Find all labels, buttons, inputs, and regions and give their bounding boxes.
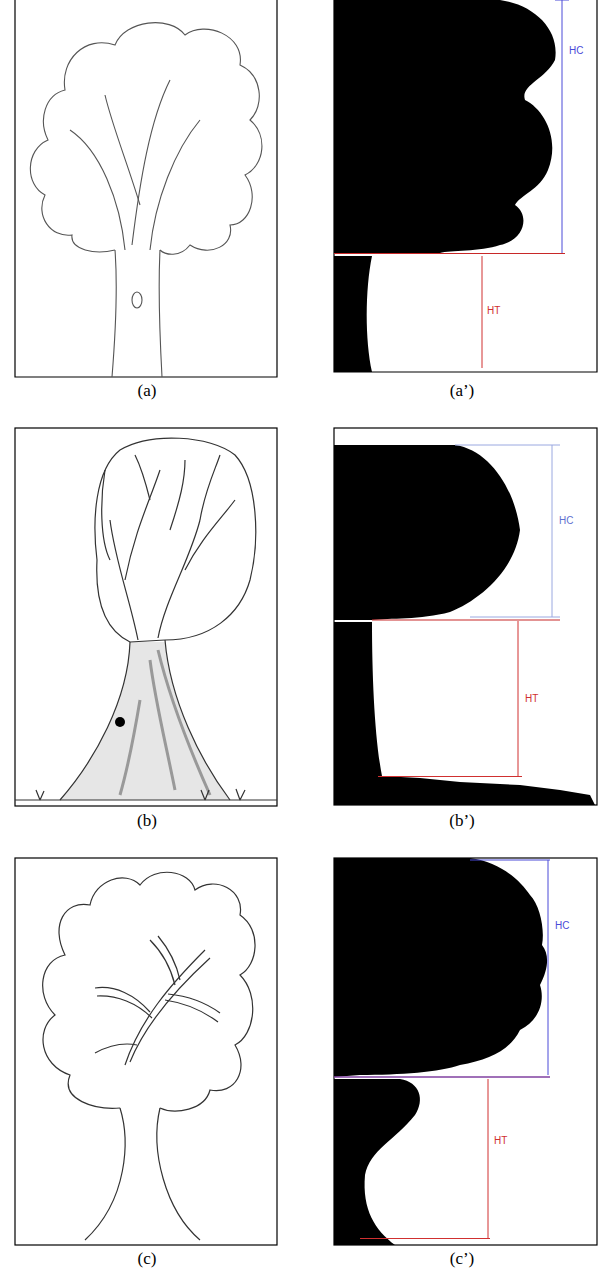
tree-sketch-b — [15, 438, 277, 800]
dimension-label: HC — [559, 515, 573, 527]
tree-sketch-c — [43, 872, 255, 1240]
silhouette-b — [334, 445, 595, 805]
tree-sketch-a — [30, 23, 262, 377]
silhouette-c — [334, 858, 550, 1245]
dimension-label: HC — [569, 45, 583, 57]
panel-caption: (b’) — [449, 811, 474, 831]
dimension-label: HC — [555, 920, 569, 932]
panel-caption: (c’) — [450, 1249, 475, 1269]
panel-caption: (b) — [137, 811, 157, 831]
dimension-label: HT — [525, 693, 538, 705]
panel-caption: (a’) — [450, 381, 475, 401]
dimension-label: HT — [487, 305, 500, 317]
silhouette-a — [334, 0, 569, 372]
dimension-label: HT — [494, 1135, 507, 1147]
panel-caption: (a) — [138, 381, 157, 401]
panel-caption: (c) — [138, 1249, 157, 1269]
panel-frames — [15, 0, 597, 1245]
